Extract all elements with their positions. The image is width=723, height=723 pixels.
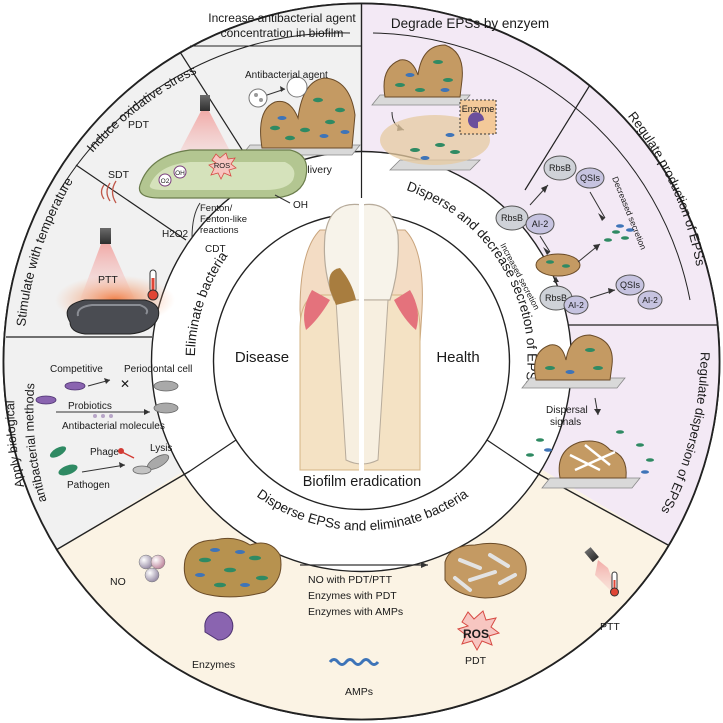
disease-label: Disease: [235, 349, 289, 366]
ros-small: ROS: [214, 161, 230, 170]
antibacterial-molecules-label: Antibacterial molecules: [62, 421, 165, 432]
title-increase-2: concentration in biofilm: [221, 26, 344, 40]
phage-label: Phage: [90, 447, 119, 458]
lysis-label: Lysis: [150, 443, 172, 454]
ptt-label: PTT: [98, 274, 118, 286]
fenton-1: Fenton/: [200, 203, 233, 214]
segment-combined: NO NO with PDT/PTT Enzymes with PDT Enzy…: [110, 537, 620, 698]
fenton-2: Fenton-like: [200, 214, 247, 225]
h2o2-label: H2O2: [162, 229, 189, 240]
segment-biological: Competitive Periodontal cell ✕ Probiotic…: [35, 364, 192, 491]
svg-text:QSIs: QSIs: [620, 280, 641, 290]
ros-burst-icon: [456, 610, 501, 652]
pdt-label: PDT: [128, 119, 150, 131]
enzyme-pacman-icon: [204, 611, 234, 641]
oh-minus: OH: [293, 200, 308, 211]
combined-line2: Enzymes with PDT: [308, 590, 397, 602]
center-illustration: Disease Health Biofilm eradication: [235, 198, 480, 490]
biofilm-dispersed: [444, 542, 527, 599]
no-label: NO: [110, 576, 126, 588]
fenton-3: reactions: [200, 225, 239, 236]
svg-text:O2: O2: [161, 178, 170, 185]
sdt-label: SDT: [108, 169, 130, 181]
amps-label: AMPs: [345, 686, 373, 698]
pacman-enzyme-icon: [468, 112, 484, 129]
health-label: Health: [436, 349, 479, 366]
enzyme-inset: [459, 99, 497, 135]
competitive-label: Competitive: [50, 364, 103, 375]
svg-text:AI-2: AI-2: [568, 300, 584, 310]
amp-helix-icon: [328, 658, 380, 666]
laser-icon: [200, 95, 210, 111]
combined-line3: Enzymes with AMPs: [308, 606, 403, 618]
laser-icon-ptt: [100, 228, 111, 244]
biofilm-combined: [183, 537, 282, 598]
svg-text:RbsB: RbsB: [545, 293, 567, 303]
segment-degrade-enzyme: Enzyme: [371, 44, 497, 171]
probiotics-label: Probiotics: [68, 401, 112, 412]
biofilm-blob: [260, 77, 356, 149]
segment-oxidative-stress: OH O2 ROS PDT SDT OH Fenton/ Fenton-like…: [100, 95, 308, 255]
pdt-bottom-label: PDT: [465, 655, 487, 667]
ros-bottom: ROS: [463, 627, 489, 641]
dispersal-2: signals: [550, 417, 581, 428]
svg-text:OH: OH: [175, 170, 185, 177]
plaque: [329, 268, 356, 305]
bacterium-dark: [66, 299, 160, 335]
svg-text:RbsB: RbsB: [501, 213, 523, 223]
svg-text:AI-2: AI-2: [532, 219, 549, 229]
cdt-label: CDT: [205, 244, 226, 255]
svg-text:AI-2: AI-2: [642, 295, 658, 305]
title-increase-1: Increase antibacterial agent: [208, 11, 356, 25]
ptt-bottom-label: PTT: [600, 621, 620, 633]
center-bottom-label: Biofilm eradication: [303, 474, 421, 490]
svg-text:QSIs: QSIs: [580, 173, 601, 183]
segment-regulate-dispersion: Dispersal signals: [521, 334, 654, 489]
segment-increase-concentration: Antibacterial agent Drug delivery: [241, 70, 361, 176]
enzymes-label: Enzymes: [192, 659, 235, 671]
dispersal-1: Dispersal: [546, 405, 588, 416]
agent-label: Antibacterial agent: [245, 70, 328, 81]
cross-icon: ✕: [120, 377, 130, 391]
svg-text:RbsB: RbsB: [549, 163, 571, 173]
combined-line1: NO with PDT/PTT: [308, 574, 393, 586]
pathogen-label: Pathogen: [67, 480, 110, 491]
periodontal-cell-label: Periodontal cell: [124, 364, 192, 375]
enzyme-label: Enzyme: [462, 104, 495, 114]
title-degrade-enzyme: Degrade EPSs by enzyem: [391, 16, 549, 31]
segment-temperature: PTT: [55, 228, 175, 335]
